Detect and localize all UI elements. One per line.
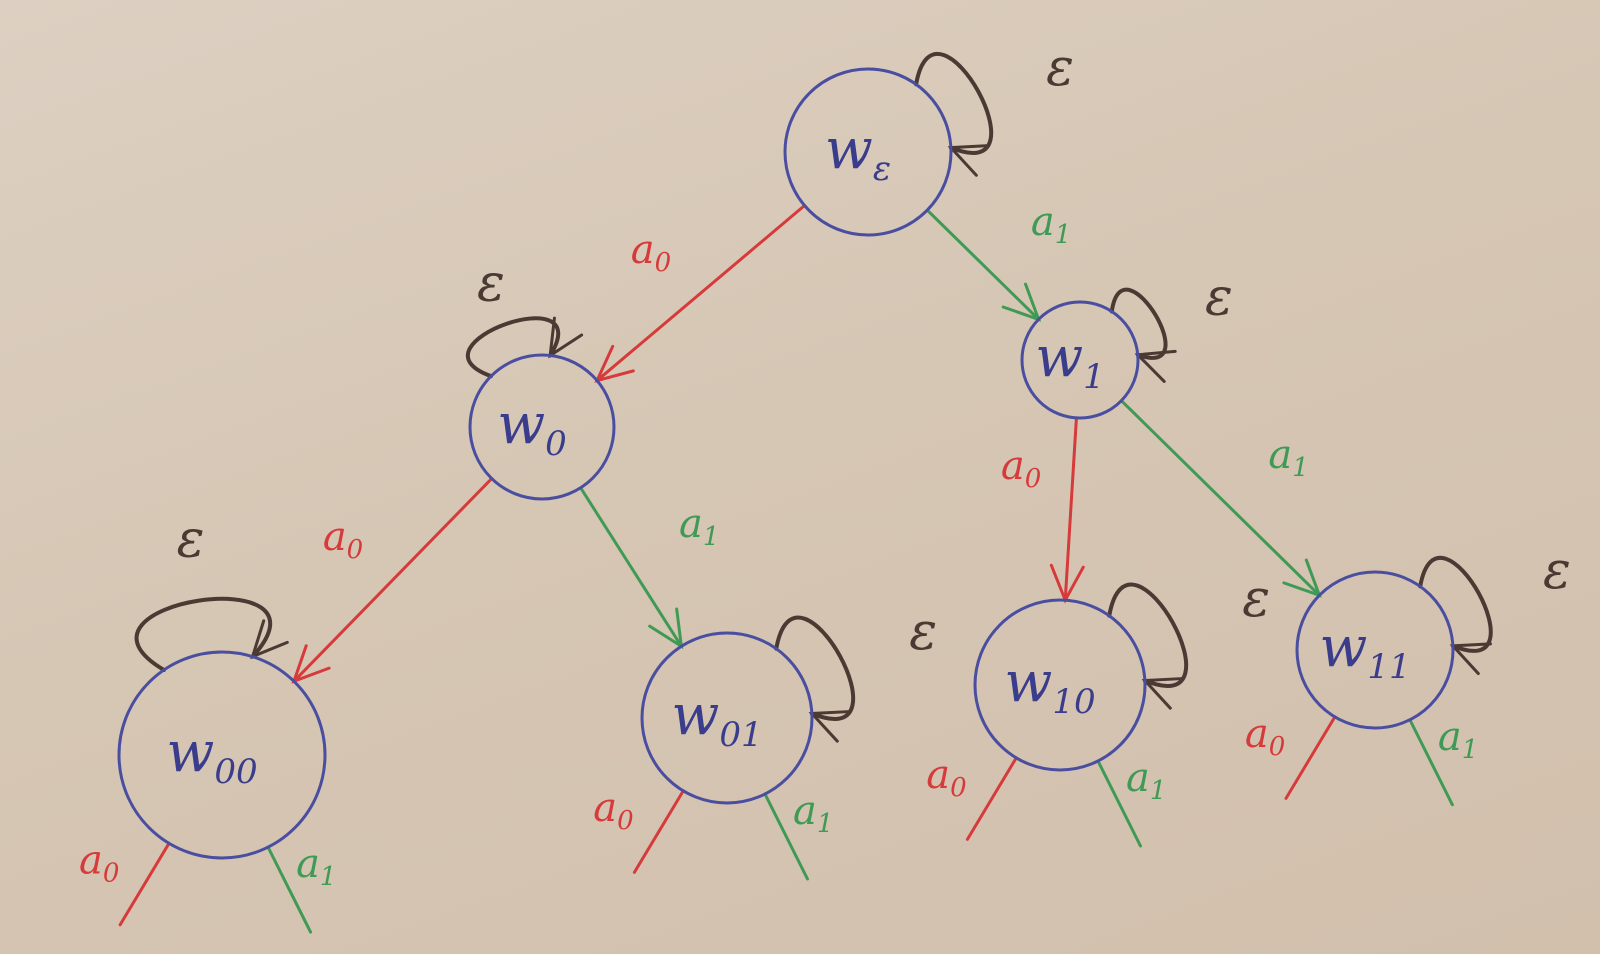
state-node-w_00 [117,650,327,860]
stub-w_10-a0 [965,756,1018,841]
self-loop-w_11 [1418,555,1493,653]
epsilon-label-w_1: ε [1205,268,1233,328]
state-node-w_11 [1295,570,1455,730]
stub-w_10-a1 [1096,759,1142,848]
state-label-w_01: w01 [671,683,762,755]
state-node-w_1 [1020,300,1140,420]
stub-label-w_00-a0: a0 [79,837,119,888]
state-label-w_00: w00 [166,720,257,792]
stub-w_00-a0 [118,841,171,927]
stub-w_00-a1 [266,845,313,934]
epsilon-label-w_11: ε [1543,541,1571,601]
edge-w_eps-w_0 [595,204,807,383]
state-node-w_01 [640,631,814,805]
edge-label-w_1-w_10: a0 [1001,443,1041,494]
state-label-w_0: w0 [497,392,567,464]
state-label-w_11: w11 [1319,615,1410,687]
edge-label-w_eps-w_1: a1 [1031,199,1071,250]
stub-w_01-a0 [632,789,685,874]
stub-label-w_11-a1: a1 [1438,714,1478,765]
edge-label-w_0-w_00: a0 [323,514,363,565]
state-label-w_10: w10 [1004,650,1095,722]
state-node-w_10 [973,598,1147,772]
self-loop-w_0 [465,316,561,379]
edge-w_1-w_11 [1119,399,1321,597]
stub-w_11-a0 [1284,715,1337,800]
stub-w_01-a1 [763,792,809,881]
edge-w_eps-w_1 [925,208,1041,321]
epsilon-label-w_01: ε [909,602,937,662]
edge-label-w_0-w_01: a1 [679,501,719,552]
stub-label-w_11-a0: a0 [1245,711,1285,762]
state-node-w_0 [468,353,616,501]
epsilon-label-w_10: ε [1242,569,1270,629]
stub-label-w_10-a1: a1 [1126,755,1166,806]
stub-label-w_10-a0: a0 [926,752,966,803]
edge-label-w_eps-w_0: a0 [631,227,671,278]
epsilon-label-w_0: ε [477,254,505,314]
stub-label-w_00-a1: a1 [296,841,336,892]
self-loop-w_eps [914,52,994,155]
state-label-w_1: w1 [1035,325,1105,397]
self-loop-w_1 [1109,287,1168,360]
state-label-w_eps: wε [825,117,891,189]
stub-w_11-a1 [1408,718,1454,807]
stub-label-w_01-a0: a0 [593,785,633,836]
epsilon-label-w_00: ε [177,510,205,570]
self-loop-w_00 [134,596,273,672]
state-node-w_eps [783,67,953,237]
edge-label-w_1-w_11: a1 [1268,432,1308,483]
edge-w_0-w_00 [292,477,494,683]
self-loop-w_01 [774,615,855,721]
edge-w_0-w_01 [579,486,683,648]
edge-w_1-w_10 [1063,416,1078,602]
epsilon-label-w_eps: ε [1046,38,1074,98]
self-loop-w_10 [1107,582,1188,688]
stub-label-w_01-a1: a1 [793,788,833,839]
